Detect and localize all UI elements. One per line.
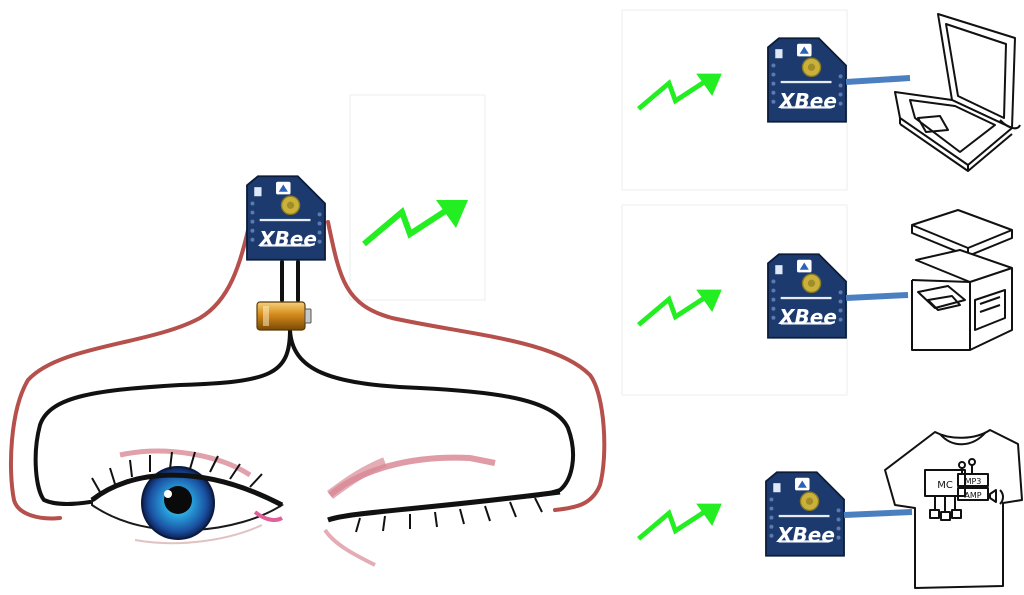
link-line-1 — [846, 78, 910, 82]
wires — [11, 222, 604, 518]
mc-label: MC — [937, 480, 953, 491]
link-line-2 — [846, 295, 908, 298]
xbee-label: XBee — [777, 305, 837, 329]
xbee-label: XBee — [777, 89, 837, 113]
red-wire-left — [11, 222, 250, 518]
signal-transmit-icon — [364, 200, 468, 244]
mp3-label: MP3 — [965, 477, 982, 486]
link-line-3 — [844, 512, 912, 515]
receiver-xbee-module-1: XBee — [768, 38, 846, 121]
amp-label: AMP — [964, 491, 981, 500]
xbee-label: XBee — [775, 523, 835, 547]
laptop-icon — [895, 14, 1020, 171]
arduino-box-icon — [912, 210, 1012, 350]
signal-receive-1-icon — [639, 74, 722, 109]
open-eye — [92, 451, 282, 543]
xbee-label: XBee — [257, 227, 317, 251]
receiver-xbee-module-3: XBee — [766, 472, 844, 555]
closed-eye — [325, 458, 560, 565]
receiver-xbee-module-2: XBee — [768, 254, 846, 337]
black-wire-right — [290, 330, 573, 497]
tshirt-icon: MC MP3 AMP — [885, 430, 1022, 588]
battery-icon — [257, 302, 311, 330]
signal-receive-3-icon — [639, 504, 722, 539]
transmitter-xbee-module: XBee — [247, 176, 325, 259]
signal-receive-2-icon — [639, 290, 722, 325]
